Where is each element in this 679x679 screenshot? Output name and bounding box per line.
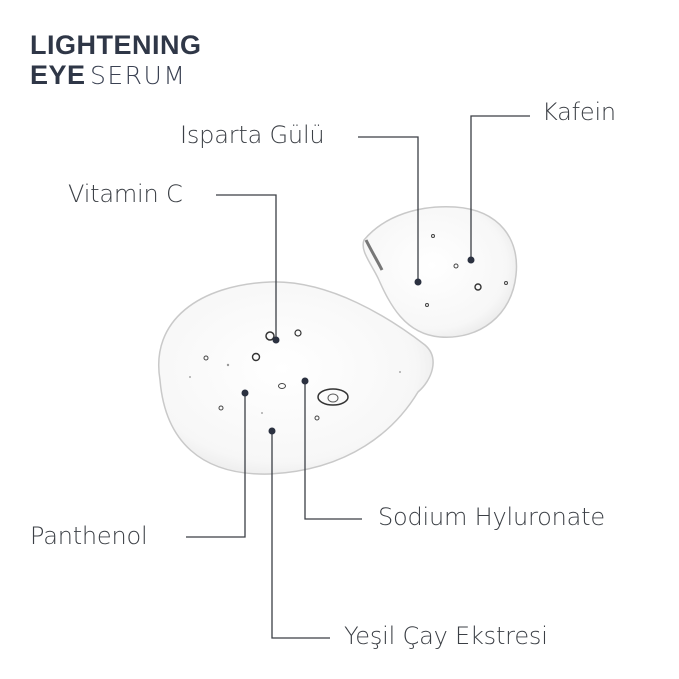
isparta-gulu-leader-line xyxy=(358,136,419,282)
ingredient-label-panthenol: Panthenol xyxy=(30,522,148,550)
ingredient-label-vitamin-c: Vitamin C xyxy=(68,180,183,208)
ingredient-label-yesil-cay-ekstresi: Yeşil Çay Ekstresi xyxy=(344,622,548,650)
sodium-hyluronate-dot xyxy=(301,377,309,385)
title-line-2-regular: SERUM xyxy=(89,61,187,90)
isparta-gulu-dot xyxy=(414,278,422,286)
product-title: LIGHTENING EYE SERUM xyxy=(30,30,202,95)
ingredient-label-isparta-gulu: Isparta Gülü xyxy=(180,121,325,149)
title-line-2-bold: EYE xyxy=(30,60,86,90)
large-serum-droplet xyxy=(158,281,434,475)
kafein-dot xyxy=(467,256,475,264)
ingredient-label-sodium-hyluronate: Sodium Hyluronate xyxy=(378,503,605,531)
ingredient-label-kafein: Kafein xyxy=(542,98,616,126)
kafein-leader-line xyxy=(470,115,530,260)
yesil-cay-leader-line xyxy=(271,431,330,639)
vitamin-c-dot xyxy=(272,336,280,344)
panthenol-leader-line xyxy=(186,393,246,538)
sodium-hyluronate-leader-line xyxy=(304,381,362,520)
panthenol-dot xyxy=(241,389,249,397)
yesil-cay-dot xyxy=(268,427,276,435)
vitamin-c-leader-line xyxy=(216,194,277,340)
title-line-1: LIGHTENING xyxy=(30,30,202,60)
small-serum-droplet xyxy=(362,206,518,338)
